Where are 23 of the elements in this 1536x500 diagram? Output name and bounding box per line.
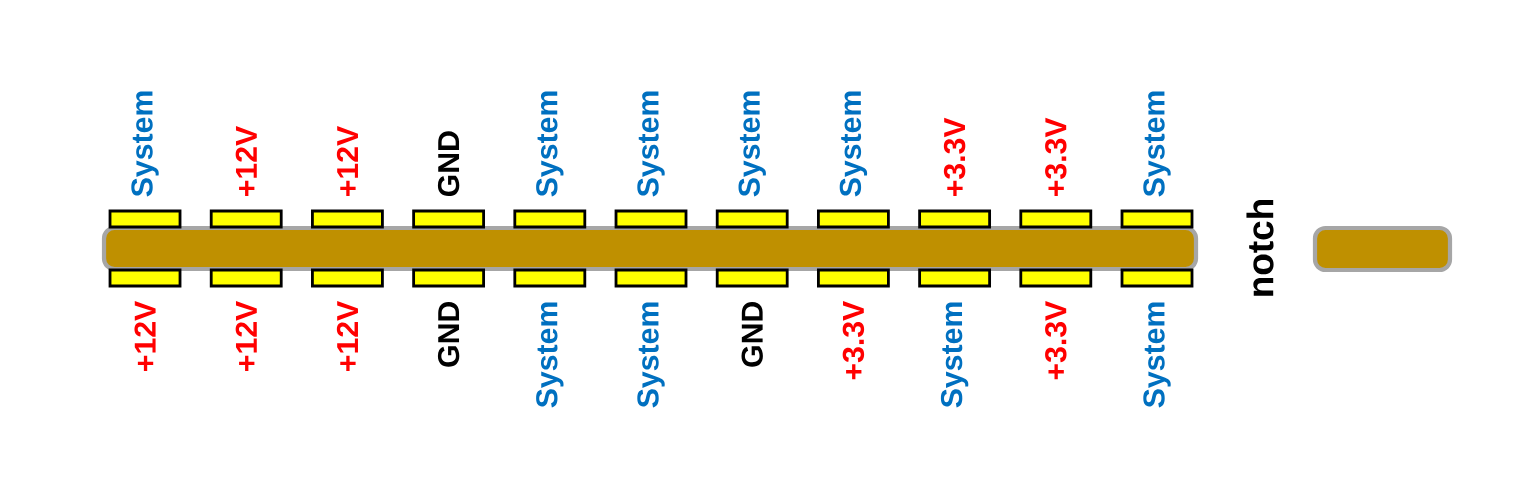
pin-label: System (940, 302, 969, 408)
pin-label: +3.3V (943, 117, 966, 197)
notch-label: notch (1246, 200, 1274, 296)
pin-label: System (131, 91, 159, 197)
pin-label: System (1143, 91, 1171, 197)
pin-label: GND (741, 301, 763, 367)
pin-label: +12V (235, 126, 257, 197)
pin-label: System (536, 302, 564, 408)
pin-label: +12V (336, 126, 358, 197)
pin-label: +3.3V (1045, 117, 1067, 197)
pin-label: System (536, 91, 564, 197)
pin-label: +12V (134, 300, 156, 371)
pin-label: +12V (336, 300, 358, 371)
pin-label: GND (437, 301, 460, 367)
pin-label: System (738, 91, 766, 197)
pin-label: System (637, 302, 665, 408)
pin-label: +3.3V (842, 300, 865, 380)
pin-label: GND (437, 131, 460, 197)
pin-label: +3.3V (1045, 300, 1067, 380)
pin-label: System (637, 91, 665, 197)
pin-label: +12V (235, 300, 257, 371)
pin-label: System (839, 91, 868, 197)
pin-label: System (1143, 302, 1171, 408)
